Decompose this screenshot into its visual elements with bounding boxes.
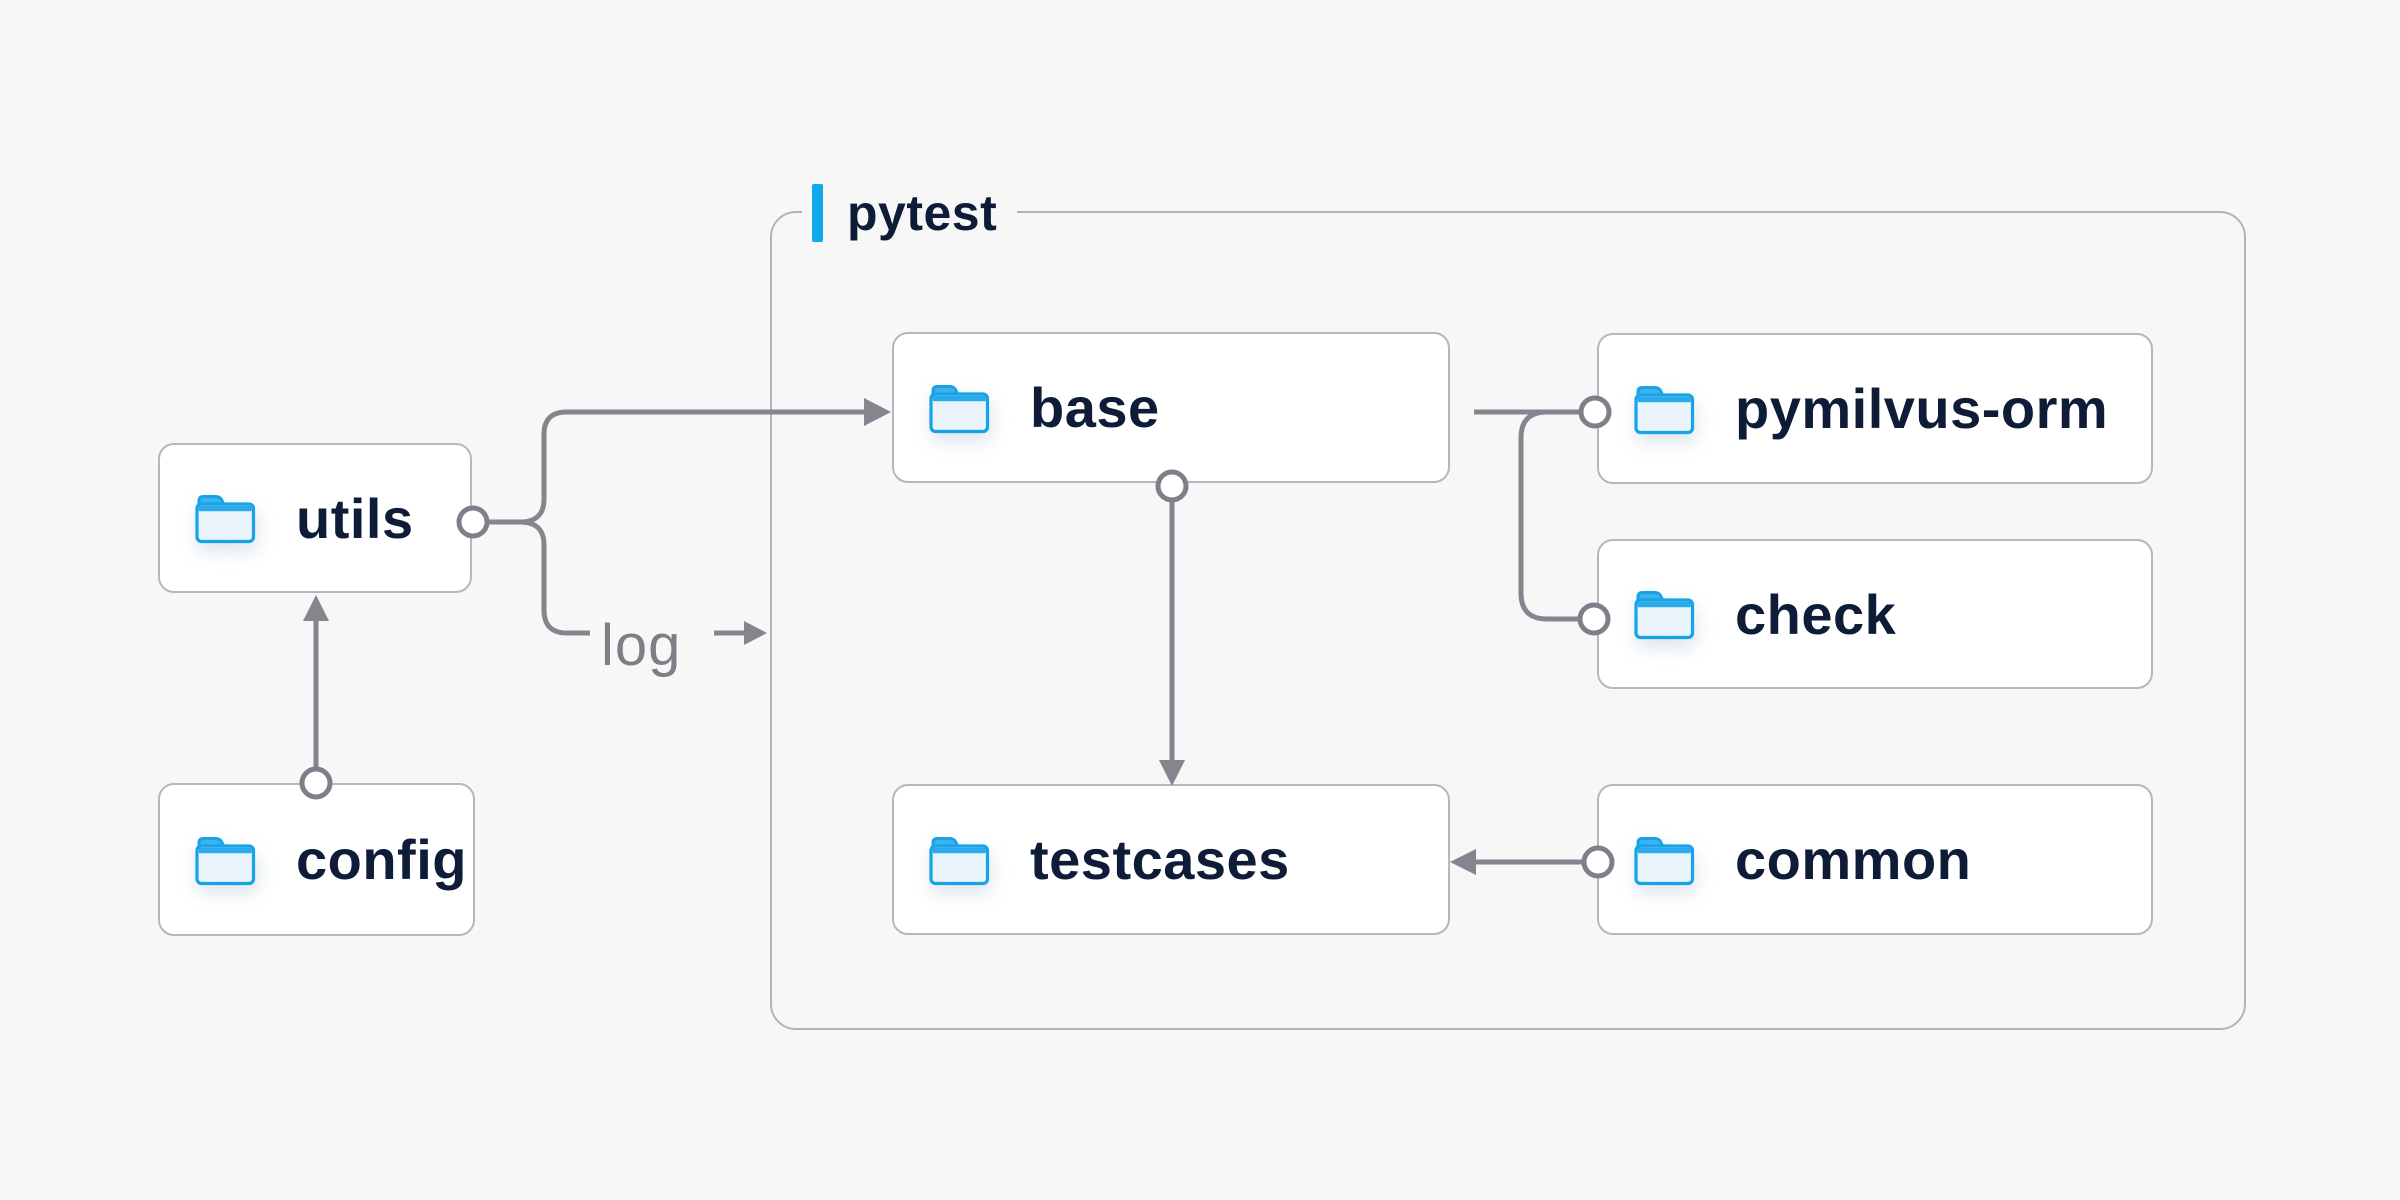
folder-icon bbox=[1634, 836, 1695, 885]
node-label: utils bbox=[296, 486, 414, 550]
folder-icon bbox=[929, 384, 990, 433]
node-utils: utils bbox=[158, 443, 472, 593]
edge-utils-to-log bbox=[519, 519, 590, 636]
node-label: config bbox=[296, 828, 467, 891]
node-label: base bbox=[1030, 376, 1160, 439]
folder-icon bbox=[1634, 385, 1695, 434]
pytest-group-container bbox=[770, 211, 2246, 1030]
node-base: base bbox=[892, 332, 1450, 483]
accent-bar bbox=[812, 184, 823, 242]
node-common: common bbox=[1597, 784, 2153, 935]
node-check: check bbox=[1597, 539, 2153, 689]
node-config: config bbox=[158, 783, 475, 936]
folder-icon bbox=[1634, 591, 1695, 640]
folder-icon bbox=[195, 836, 256, 885]
arrowhead-log-into-group bbox=[744, 621, 767, 645]
arrowhead-into-utils-bottom bbox=[303, 595, 329, 621]
group-title: pytest bbox=[847, 185, 998, 241]
pytest-group-label: pytest bbox=[802, 180, 1018, 246]
folder-icon bbox=[195, 495, 256, 544]
node-label: testcases bbox=[1030, 828, 1290, 891]
folder-icon bbox=[929, 836, 990, 885]
log-edge-label: log bbox=[601, 613, 682, 678]
node-testcases: testcases bbox=[892, 784, 1450, 935]
node-pymilvus-orm: pymilvus-orm bbox=[1597, 333, 2153, 484]
node-label: common bbox=[1735, 828, 1972, 891]
node-label: pymilvus-orm bbox=[1735, 377, 2109, 440]
node-label: check bbox=[1735, 582, 1897, 646]
